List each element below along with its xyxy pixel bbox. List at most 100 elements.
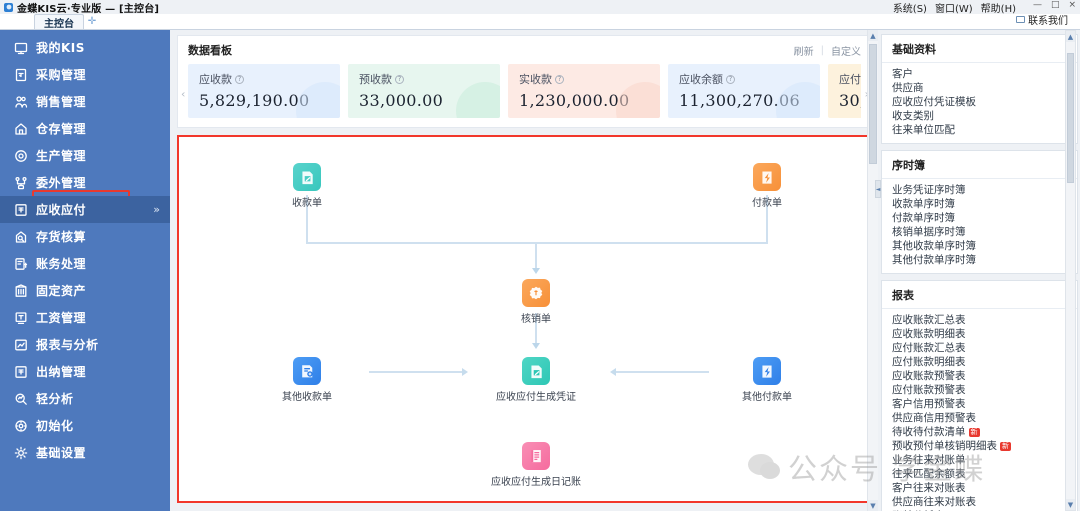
flow-node-qitafukuandan[interactable]: 其他付款单 [722, 357, 812, 403]
scroll-down-icon[interactable]: ▼ [868, 500, 878, 511]
panel-link-0-4[interactable]: 往来单位匹配 [892, 123, 1067, 137]
new-badge: 新 [1000, 441, 1011, 451]
sidebar-item-7[interactable]: 存货核算 [0, 223, 170, 250]
sidebar-item-6[interactable]: 应收应付» [0, 196, 170, 223]
flow-node-hexiaodan[interactable]: 核销单 [491, 279, 581, 325]
sidebar-item-2[interactable]: 销售管理 [0, 88, 170, 115]
flow-node-qitashoukuandan[interactable]: 其他收款单 [262, 357, 352, 403]
center-scroll-thumb[interactable] [869, 44, 877, 164]
minimize-button[interactable]: — [1032, 0, 1042, 10]
sidebar-item-8[interactable]: 账务处理 [0, 250, 170, 277]
flow-diagram-wrapper: 收款单付款单核销单其他收款单应收应付生成凭证 其他付款单应收应付生成日记账 [177, 135, 872, 503]
panel-link-1-0[interactable]: 业务凭证序时簿 [892, 183, 1067, 197]
metric-card-2[interactable]: 实收款?1,230,000.00 [508, 64, 660, 118]
metric-card-3[interactable]: 应收余额?11,300,270.06 [668, 64, 820, 118]
customize-button[interactable]: 自定义 [831, 46, 861, 58]
inventory-accounting-icon [14, 230, 36, 244]
arrow-to-voucher-icon [532, 343, 540, 349]
dashboard-actions: 刷新 | 自定义 [794, 43, 861, 58]
sidebar-item-label: 轻分析 [36, 392, 74, 406]
sidebar-item-10[interactable]: 工资管理 [0, 304, 170, 331]
panel-link-2-5[interactable]: 应付账款预警表 [892, 383, 1073, 397]
right-panel-scrollbar[interactable]: ▲▼ [1065, 30, 1076, 511]
menu-window[interactable]: 窗口(W) [934, 4, 973, 15]
panel-link-2-11[interactable]: 往来匹配余额表 [892, 467, 1073, 481]
scroll-up-icon[interactable]: ▲ [1066, 31, 1075, 42]
sidebar-item-1[interactable]: 采购管理 [0, 61, 170, 88]
cards-prev-arrow[interactable]: ‹ [181, 87, 186, 101]
menu-help[interactable]: 帮助(H) [980, 4, 1016, 15]
panel-link-1-4[interactable]: 其他收款单序时簿 [892, 239, 1067, 253]
center-scrollbar[interactable]: ▲ ▼ [867, 30, 878, 511]
close-button[interactable]: × [1068, 0, 1076, 10]
panel-link-label: 应付账款汇总表 [892, 342, 966, 354]
panel-link-1-5[interactable]: 其他付款单序时簿 [892, 253, 1067, 267]
panel-link-0-1[interactable]: 供应商 [892, 81, 1067, 95]
panel-link-1-3[interactable]: 核销单据序时簿 [892, 225, 1067, 239]
panel-link-2-3[interactable]: 应付账款明细表 [892, 355, 1073, 369]
metric-card-0[interactable]: 应收款?5,829,190.00 [188, 64, 340, 118]
panel-link-label: 应付账款明细表 [892, 356, 966, 368]
flow-node-label: 应收应付生成凭证 [496, 392, 576, 403]
right-scroll-thumb[interactable] [1067, 53, 1074, 183]
sidebar-item-12[interactable]: 出纳管理 [0, 358, 170, 385]
sidebar-expand-chevron-icon[interactable]: » [153, 203, 160, 216]
panel-link-2-2[interactable]: 应付账款汇总表 [892, 341, 1073, 355]
panel-link-label: 客户往来对账表 [892, 482, 966, 494]
sidebar-item-14[interactable]: 初始化 [0, 412, 170, 439]
panel-link-label: 业务凭证序时簿 [892, 184, 966, 196]
scroll-down-icon[interactable]: ▼ [1066, 499, 1075, 510]
panel-link-label: 供应商 [892, 82, 924, 94]
maximize-button[interactable]: □ [1050, 0, 1060, 10]
panel-title: 报表 [882, 281, 1077, 309]
add-tab-icon[interactable]: ✛ [87, 16, 97, 27]
panel-link-2-4[interactable]: 应收账款预警表 [892, 369, 1073, 383]
refresh-button[interactable]: 刷新 [793, 46, 814, 58]
panel-link-2-12[interactable]: 客户往来对账表 [892, 481, 1073, 495]
contact-us-button[interactable]: 联系我们 [1016, 12, 1068, 27]
action-divider: | [820, 44, 824, 56]
menu-system[interactable]: 系统(S) [892, 4, 927, 15]
info-icon[interactable]: ? [726, 74, 735, 84]
metric-card-1[interactable]: 预收款?33,000.00 [348, 64, 500, 118]
flow-node-shengchengrijizhang[interactable]: 应收应付生成日记账 [491, 442, 581, 488]
metric-card-4[interactable]: 应付余?30,4 [828, 64, 861, 118]
panel-link-0-0[interactable]: 客户 [892, 67, 1067, 81]
panel-link-2-9[interactable]: 预收预付单核销明细表新 [892, 439, 1073, 453]
panel-link-2-10[interactable]: 业务往来对账单 [892, 453, 1073, 467]
sidebar-item-15[interactable]: 基础设置 [0, 439, 170, 466]
panel-link-2-6[interactable]: 客户信用预警表 [892, 397, 1073, 411]
panel-link-0-2[interactable]: 应收应付凭证模板 [892, 95, 1067, 109]
flow-node-shoukuandan[interactable]: 收款单 [262, 163, 352, 209]
cards-next-arrow[interactable]: › [865, 88, 869, 101]
scroll-up-icon[interactable]: ▲ [868, 30, 878, 41]
sidebar-item-0[interactable]: 我的KIS [0, 34, 170, 61]
panel-link-2-1[interactable]: 应收账款明细表 [892, 327, 1073, 341]
info-icon[interactable]: ? [235, 74, 244, 84]
tab-main-console[interactable]: 主控台 [34, 14, 84, 30]
flow-node-fukuandan[interactable]: 付款单 [722, 163, 812, 209]
panel-link-1-2[interactable]: 付款单序时簿 [892, 211, 1067, 225]
connector-other-receipt-to-voucher [369, 371, 462, 373]
sidebar-item-11[interactable]: 报表与分析 [0, 331, 170, 358]
info-icon[interactable]: ? [555, 74, 564, 84]
panel-link-1-1[interactable]: 收款单序时簿 [892, 197, 1067, 211]
sidebar-item-label: 基础设置 [36, 446, 87, 460]
sidebar-item-3[interactable]: 仓存管理 [0, 115, 170, 142]
sidebar-item-label: 出纳管理 [36, 365, 87, 379]
sidebar-item-9[interactable]: 固定资产 [0, 277, 170, 304]
sidebar-item-4[interactable]: 生产管理 [0, 142, 170, 169]
panel-link-0-3[interactable]: 收支类别 [892, 109, 1067, 123]
panel-collapse-handle[interactable]: ◄ [875, 180, 881, 198]
panel-link-2-7[interactable]: 供应商信用预警表 [892, 411, 1073, 425]
info-icon[interactable]: ? [395, 74, 404, 84]
panel-link-label: 应收账款汇总表 [892, 314, 966, 326]
panel-title: 基础资料 [882, 35, 1077, 63]
panel-link-2-8[interactable]: 待收待付款清单新 [892, 425, 1073, 439]
flow-node-label: 付款单 [752, 198, 782, 209]
sidebar-item-13[interactable]: 轻分析 [0, 385, 170, 412]
flow-node-shengchengpingzheng[interactable]: 应收应付生成凭证 [491, 357, 581, 403]
panel-link-2-0[interactable]: 应收账款汇总表 [892, 313, 1073, 327]
sidebar-item-5[interactable]: 委外管理 [0, 169, 170, 196]
panel-link-2-13[interactable]: 供应商往来对账表 [892, 495, 1073, 509]
